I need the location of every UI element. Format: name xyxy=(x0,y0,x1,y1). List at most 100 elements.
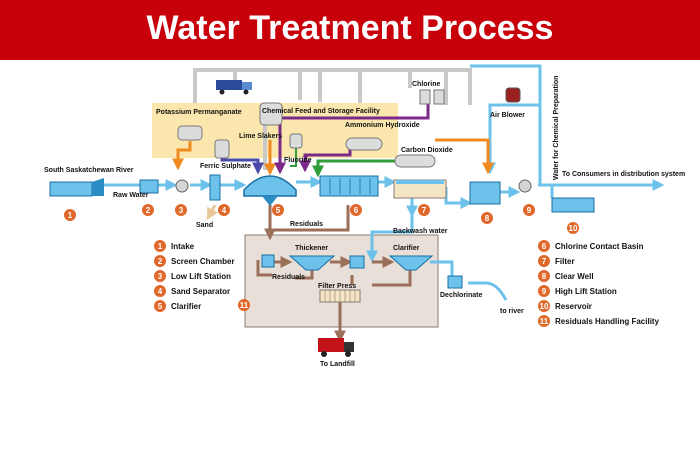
to-river-label: to river xyxy=(500,308,524,315)
screen-chamber xyxy=(139,179,159,194)
legend-badge-5 xyxy=(154,300,166,312)
raw-water-label: Raw Water xyxy=(113,192,149,199)
chemical-facility-label: Chemical Feed and Storage Facility xyxy=(262,108,380,115)
residuals-label: Residuals xyxy=(290,221,323,228)
legend-label: Filter xyxy=(555,257,575,266)
clarifier-tank xyxy=(243,175,297,197)
sand-label: Sand xyxy=(196,222,213,229)
fluoride-tank xyxy=(289,133,303,149)
legend-number: 9 xyxy=(542,287,547,296)
stage-badge-number: 7 xyxy=(422,206,427,215)
legend-label: Low Lift Station xyxy=(171,272,231,281)
lime-label: Lime Slakers xyxy=(239,133,282,140)
landfill-truck-icon xyxy=(318,338,354,357)
stage-badge-5 xyxy=(272,204,284,216)
transfer-sump xyxy=(349,255,365,269)
legend-number: 6 xyxy=(542,242,547,251)
stage-badge-2 xyxy=(142,204,154,216)
legend-badge-8 xyxy=(538,270,550,282)
dechlorinate-label: Dechlorinate xyxy=(440,292,483,299)
legend-number: 7 xyxy=(542,257,547,266)
to-landfill-label: To Landfill xyxy=(320,361,355,368)
legend-number: 11 xyxy=(540,317,549,326)
thickener-tank xyxy=(288,255,336,271)
chemical-prep-label: Water for Chemical Preparation xyxy=(553,76,560,180)
legend-label: Clarifier xyxy=(171,302,201,311)
reservoir xyxy=(551,197,595,213)
low-lift-pump xyxy=(175,179,189,193)
clarifier-label: Clarifier xyxy=(393,245,420,252)
chlorine-tank-2 xyxy=(433,89,445,105)
stage-badge-4 xyxy=(218,204,230,216)
air-blower xyxy=(505,87,521,103)
stage-badge-7 xyxy=(418,204,430,216)
legend-label: Screen Chamber xyxy=(171,257,235,266)
lime-slaker xyxy=(259,102,283,126)
residuals-clarifier xyxy=(388,255,434,271)
stage-badge-number: 3 xyxy=(179,206,184,215)
chlorine-tank-1 xyxy=(419,89,431,105)
legend-number: 1 xyxy=(158,242,163,251)
chemical-feed-lines xyxy=(193,68,472,170)
permanganate-label: Potassium Permanganate xyxy=(156,109,242,116)
residuals-lines xyxy=(256,205,412,343)
legend-badge-10 xyxy=(538,300,550,312)
stage-badge-number: 4 xyxy=(222,206,227,215)
stage-badge-number: 1 xyxy=(68,211,73,220)
stage-badge-9 xyxy=(523,204,535,216)
stage-badge-number: 8 xyxy=(485,214,490,223)
backwash-label: Backwash water xyxy=(393,228,448,235)
chlorine-line xyxy=(274,104,430,175)
permanganate-tank xyxy=(177,125,203,141)
legend-number: 10 xyxy=(540,302,549,311)
delivery-truck-icon xyxy=(216,80,252,95)
sand-line xyxy=(206,204,218,221)
chemical-prep-water xyxy=(470,64,542,185)
legend-label: Intake xyxy=(171,242,195,251)
stage-badge-number: 9 xyxy=(527,206,532,215)
legend-label: Chlorine Contact Basin xyxy=(555,242,644,251)
to-river-line xyxy=(468,281,508,301)
legend-badge-7 xyxy=(538,255,550,267)
ferric-line xyxy=(220,158,264,175)
legend-label: High Lift Station xyxy=(555,287,617,296)
legend-number: 4 xyxy=(158,287,163,296)
ammonium-label: Ammonium Hydroxide xyxy=(345,122,420,129)
ammonium-tank xyxy=(345,137,383,151)
page-title: Water Treatment Process xyxy=(146,9,554,47)
permanganate-line xyxy=(172,141,192,171)
chlorine-contact-basin xyxy=(319,175,379,197)
stage-badge-11 xyxy=(238,299,250,311)
residuals-sump xyxy=(261,254,275,268)
co2-tank xyxy=(394,154,436,168)
stage-badge-6 xyxy=(350,204,362,216)
stage-badge-number: 5 xyxy=(276,206,281,215)
ammonium-line xyxy=(299,148,352,173)
legend-number: 3 xyxy=(158,272,163,281)
ferric-tank xyxy=(214,139,230,159)
thickener-label: Thickener xyxy=(295,245,328,252)
stage-badge-3 xyxy=(175,204,187,216)
fluoride-label: Fluoride xyxy=(284,157,312,164)
title-banner: Water Treatment Process xyxy=(0,0,700,60)
legend-label: Residuals Handling Facility xyxy=(555,317,660,326)
dechlorinate-tank xyxy=(447,275,463,289)
clear-well xyxy=(469,181,501,205)
air-blower-label: Air Blower xyxy=(490,112,525,119)
legend-badge-6 xyxy=(538,240,550,252)
sand-separator xyxy=(209,174,221,201)
to-consumers-label: To Consumers in distribution system xyxy=(562,171,685,178)
stage-badge-number: 10 xyxy=(569,224,578,233)
stage-badge-number: 11 xyxy=(240,301,249,310)
stage-badge-10 xyxy=(567,222,579,234)
legend-number: 5 xyxy=(158,302,163,311)
intake-structure xyxy=(49,181,93,197)
stage-badge-number: 2 xyxy=(146,206,151,215)
chlorine-to-clearwell xyxy=(435,138,494,175)
legend-badge-9 xyxy=(538,285,550,297)
chlorine-label: Chlorine xyxy=(412,81,440,88)
legend-label: Reservoir xyxy=(555,302,592,311)
co2-line xyxy=(312,159,395,178)
